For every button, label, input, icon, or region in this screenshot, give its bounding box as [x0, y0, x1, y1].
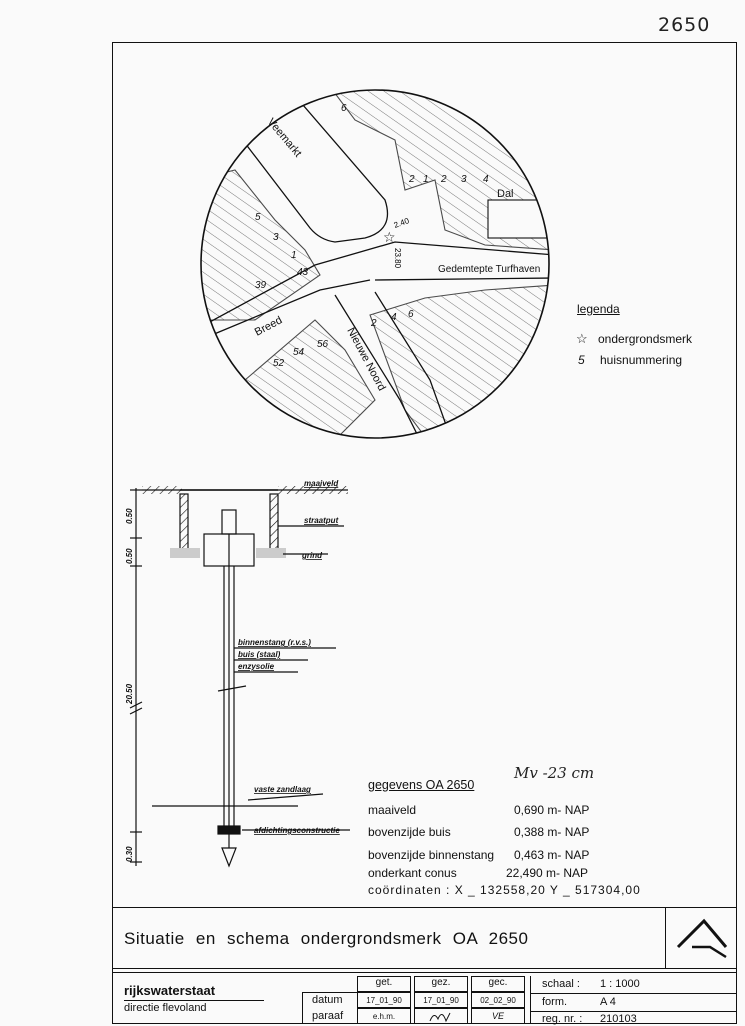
label-grind: grind: [301, 551, 323, 560]
veemarkt-square: [234, 90, 389, 243]
house-number: 1: [423, 174, 429, 185]
dimension-label: 0.30: [125, 846, 134, 862]
titleblock-meta: [530, 976, 738, 1024]
row-label-datum: datum: [312, 994, 343, 1006]
col-date: 17_01_90: [357, 992, 411, 1008]
house-number: 6: [341, 103, 347, 114]
marker-distance: 23.80: [393, 248, 402, 269]
legend-label: ondergrondsmerk: [598, 332, 693, 346]
house-number: 2: [370, 318, 377, 329]
label-enzysolie: enzysolie: [238, 662, 275, 671]
house-number: 4: [391, 312, 397, 323]
regnr-value: 210103: [600, 1013, 637, 1025]
house-number: 4: [483, 174, 489, 185]
col-head: gec.: [471, 976, 525, 992]
label-vaste-zandlaag: vaste zandlaag: [254, 785, 311, 794]
label-afdichting: afdichtingsconstructie: [254, 826, 340, 835]
gegevens-label: onderkant conus: [368, 866, 457, 880]
house-number: 3: [273, 232, 279, 243]
col-head: gez.: [414, 976, 468, 992]
house-number: 39: [255, 280, 267, 291]
coordinates: coördinaten : X _ 132558,20 Y _ 517304,0…: [368, 883, 641, 897]
house-number: 43: [297, 267, 309, 278]
house-number: 5: [255, 212, 261, 223]
gegevens-label: bovenzijde binnenstang: [368, 848, 495, 862]
regnr-label: reg. nr. :: [542, 1013, 583, 1025]
gegevens-value: 22,490 m- NAP: [506, 866, 589, 880]
house-number: 6: [408, 309, 414, 320]
schaal-label: schaal :: [542, 978, 580, 990]
titleblock-row-labels: [302, 992, 359, 1023]
situation-map: Veemarkt Dal Gedemtepte Turfhaven Breed …: [200, 89, 550, 439]
map-circle-outline: [200, 89, 550, 439]
building-block-southeast: [369, 284, 549, 438]
dimension-label: 0.50: [125, 548, 134, 564]
house-number: 2: [440, 174, 447, 185]
legend-symbol: 5: [578, 353, 585, 367]
house-number: 56: [317, 339, 329, 350]
logo-box: [665, 907, 737, 969]
label-maaiveld: maaiveld: [304, 479, 339, 488]
street-dal: Dal: [497, 188, 514, 200]
star-icon: ☆: [576, 331, 588, 346]
dimension-label: 0.50: [125, 508, 134, 524]
cross-section-schema: maaiveld straatput grind binnenstang (r.…: [125, 479, 350, 868]
house-number: 3: [461, 174, 467, 185]
legend-item-marker: ☆ ondergrondsmerk: [576, 331, 692, 347]
handwritten-note: Mv -23 cm: [514, 764, 595, 782]
marker-height: 2.40: [393, 216, 411, 230]
ondergrondsmerk-star-icon: ☆: [383, 230, 396, 246]
label-straatput: straatput: [304, 516, 339, 525]
gegevens-value: 0,388 m- NAP: [514, 825, 590, 839]
col-head: get.: [357, 976, 411, 992]
legend-title: legenda: [577, 302, 620, 316]
meta-divider: [530, 1011, 737, 1012]
gegevens-value: 0,690 m- NAP: [514, 803, 590, 817]
form-value: A 4: [600, 996, 616, 1008]
gegevens-label: bovenzijde buis: [368, 825, 451, 839]
house-number: 54: [293, 347, 305, 358]
col-paraaf-signature: [414, 1008, 468, 1024]
gegevens-label: maaiveld: [368, 803, 417, 817]
house-number: 52: [273, 358, 285, 369]
org-name: rijkswaterstaat: [124, 983, 216, 998]
house-number: 1: [291, 250, 297, 261]
bottom-divider: [112, 972, 737, 973]
drawing-title: Situatie en schema ondergrondsmerk OA 26…: [124, 929, 529, 948]
rijkswaterstaat-logo-icon: [676, 918, 728, 959]
col-date: 17_01_90: [414, 992, 468, 1008]
gegevens-value: 0,463 m- NAP: [514, 848, 590, 862]
dal-block: [487, 199, 549, 239]
col-paraaf: VE: [471, 1008, 525, 1024]
legend-item-housenumber: 5 huisnummering: [576, 353, 682, 367]
sheet-number: 2650: [658, 14, 711, 36]
gegevens-title: gegevens OA 2650: [368, 778, 475, 792]
row-label-paraaf: paraaf: [312, 1010, 344, 1022]
meta-divider: [530, 993, 737, 994]
form-label: form.: [542, 996, 568, 1008]
label-binnenstang: binnenstang (r.v.s.): [238, 638, 311, 647]
house-number: 2: [408, 174, 415, 185]
title-box: [112, 907, 737, 969]
label-buis: buis (staal): [238, 650, 281, 659]
org-underline: [124, 1000, 264, 1001]
dept-name: directie flevoland: [124, 1002, 207, 1014]
street-turfhaven: Gedemtepte Turfhaven: [438, 264, 540, 275]
signature-icon: [429, 1012, 451, 1023]
col-paraaf: e.h.m.: [357, 1008, 411, 1024]
schaal-value: 1 : 1000: [600, 978, 640, 990]
col-date: 02_02_90: [471, 992, 525, 1008]
legend-label: huisnummering: [600, 353, 683, 367]
dimension-label: 20.50: [125, 683, 134, 705]
